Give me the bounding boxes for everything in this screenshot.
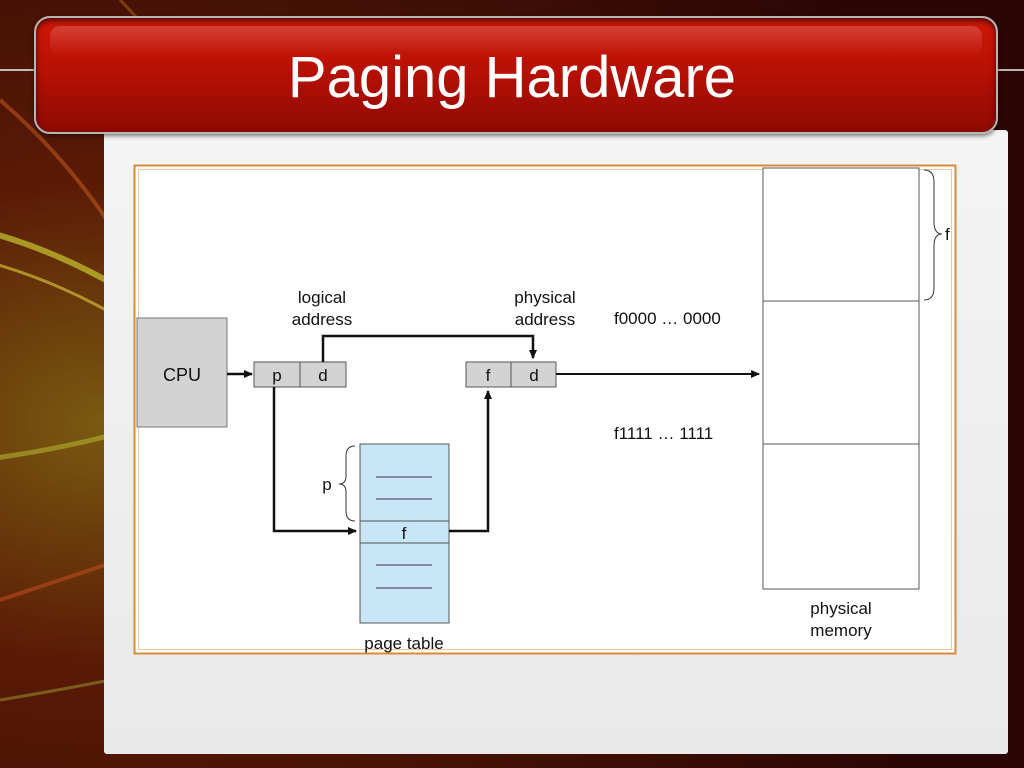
page-number-path-arrow	[272, 387, 357, 535]
page-table-p-brace	[338, 445, 356, 522]
logical-address-label-line2: address	[292, 310, 352, 329]
page-table-p-label: p	[322, 475, 331, 494]
logical-d-box	[299, 361, 347, 388]
logical-address-label-line1: logical	[298, 288, 346, 307]
frame-number-path-arrow	[449, 390, 492, 533]
memory-frame-brace-label: f	[945, 225, 950, 244]
logical-d-label: d	[318, 366, 327, 385]
page-table-f-label: f	[402, 524, 407, 543]
physical-d-box	[510, 361, 557, 388]
physical-f-label: f	[486, 366, 491, 385]
physical-address-label-line2: address	[515, 310, 575, 329]
offset-path-arrow	[321, 334, 537, 362]
physical-f-box	[465, 361, 512, 388]
physical-memory	[762, 167, 920, 590]
cpu-label: CPU	[163, 365, 201, 385]
cpu-box	[136, 317, 228, 428]
memory-frame-brace	[923, 169, 943, 301]
f1111-label: f1111 … 1111	[614, 424, 713, 443]
physical-memory-label-line2: memory	[810, 621, 872, 640]
physical-memory-label-line1: physical	[810, 599, 871, 618]
f0000-label: f0000 … 0000	[614, 309, 721, 328]
page-table-label: page table	[364, 634, 443, 653]
slide-title: Paging Hardware	[287, 45, 737, 110]
logical-p-label: p	[272, 366, 281, 385]
logical-p-box	[253, 361, 301, 388]
physical-d-label: d	[529, 366, 538, 385]
physical-address-label-line1: physical	[514, 288, 575, 307]
title-bar	[34, 16, 998, 134]
